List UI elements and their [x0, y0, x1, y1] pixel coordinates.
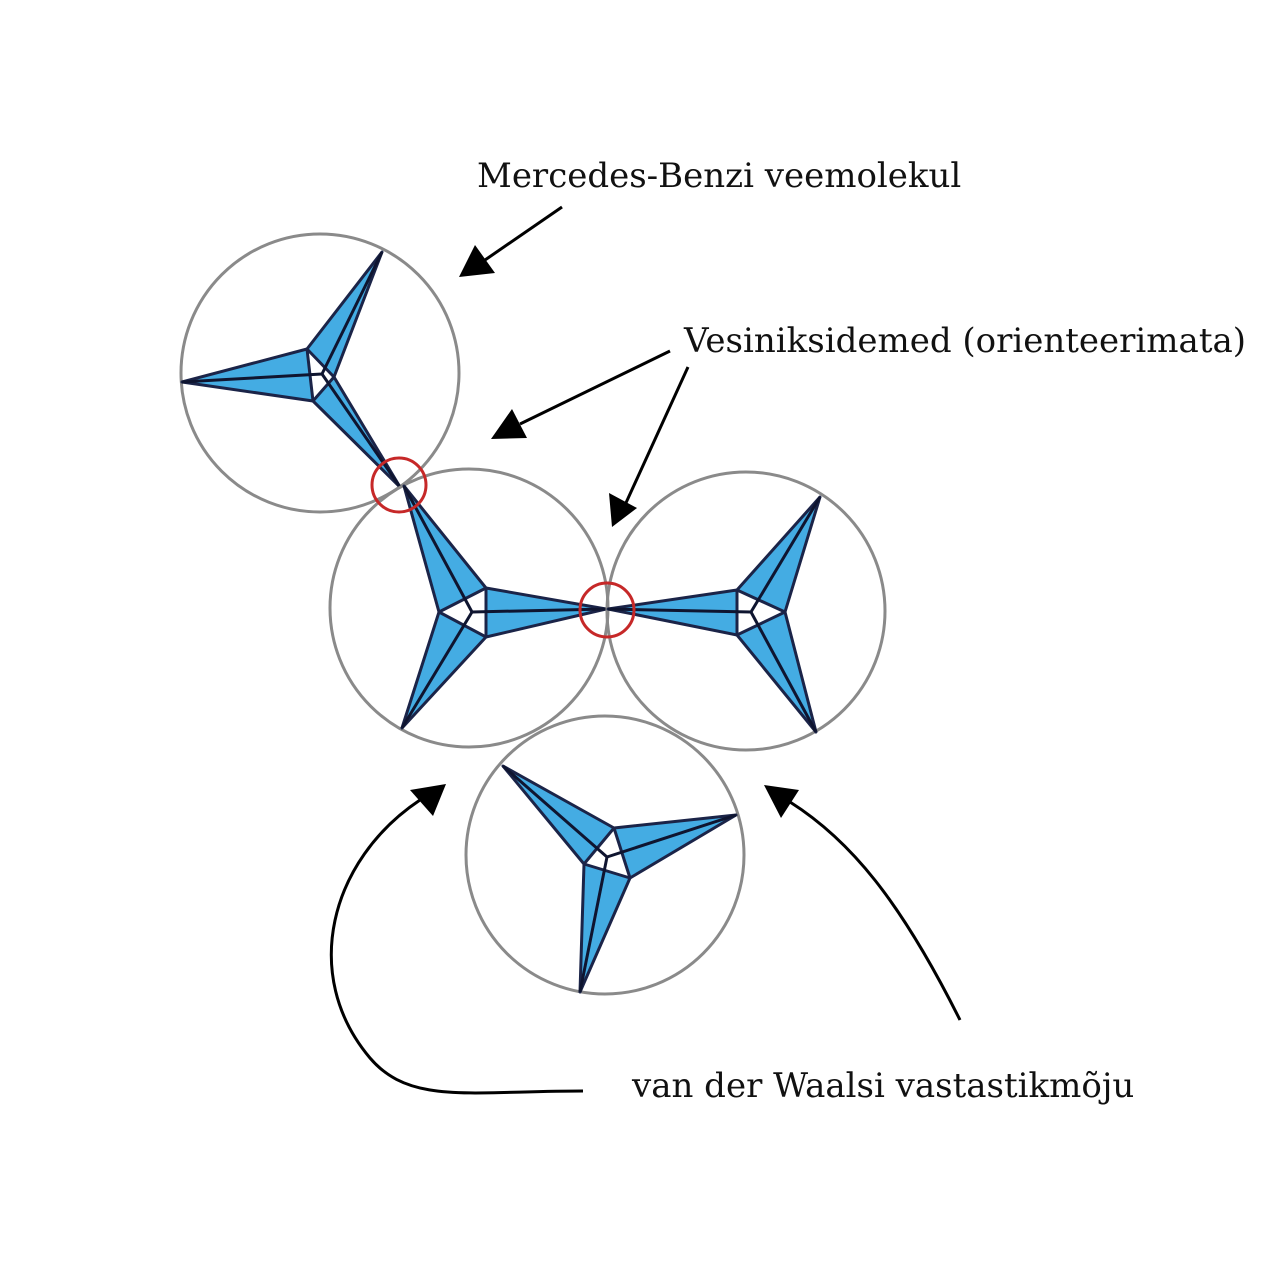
arrow-curve — [789, 800, 962, 1021]
molecule-spoke — [607, 607, 752, 614]
molecule-arm — [400, 610, 488, 730]
molecule-spoke — [400, 611, 474, 729]
molecule-spoke — [749, 611, 818, 733]
arrow-head — [410, 784, 446, 816]
molecule-arm — [735, 610, 818, 734]
label-hydrogen-bonds: Vesiniksidemed (orienteerimata) — [683, 321, 1246, 361]
label-van-der-waals: van der Waalsi vastastikmõju — [631, 1066, 1134, 1106]
arrow-hydrogen-bond-down — [609, 366, 690, 527]
arrow-shaft — [484, 205, 563, 262]
molecule-boundary-circle — [605, 470, 887, 752]
molecule-arm — [305, 250, 384, 379]
molecule-spoke — [606, 813, 737, 859]
molecule-arm — [612, 813, 738, 880]
molecule-top-left — [179, 232, 461, 514]
arrow-hydrogen-bond-left — [491, 349, 671, 439]
arrow-head — [459, 245, 495, 277]
arrow-head — [764, 785, 799, 818]
arrow-head — [609, 493, 637, 527]
molecule-spoke — [320, 251, 384, 375]
molecule-arm — [578, 862, 632, 994]
molecule-spoke — [471, 607, 607, 614]
label-mercedes-benz-molecule: Mercedes-Benzi veemolekul — [477, 156, 961, 196]
molecule-spoke — [578, 856, 609, 993]
molecule-spoke — [320, 373, 402, 488]
arrow-curve — [329, 798, 584, 1095]
molecule-bottom — [464, 714, 746, 996]
arrow-shaft — [623, 366, 690, 506]
arrow-van-der-waals-left — [329, 784, 584, 1095]
molecule-arm — [735, 495, 822, 614]
molecule-spoke — [502, 764, 608, 859]
molecule-spoke — [181, 372, 323, 384]
molecule-star — [501, 764, 738, 994]
molecule-arm — [402, 484, 488, 614]
molecule-spoke — [749, 496, 822, 613]
hydrogen-bond-marker-middle — [578, 581, 636, 639]
molecule-boundary-circle — [464, 714, 746, 996]
molecule-right — [605, 470, 887, 752]
hydrogen-bond-marker-top — [370, 456, 428, 514]
arrow-shaft — [519, 349, 671, 426]
arrow-van-der-waals-right — [764, 785, 962, 1021]
molecule-star — [606, 495, 822, 734]
arrow-head — [491, 409, 527, 439]
molecule-arm — [311, 375, 402, 489]
molecule-star — [400, 484, 608, 730]
arrow-molecule — [459, 205, 563, 277]
molecule-star — [180, 250, 402, 489]
molecule-boundary-circle — [179, 232, 461, 514]
molecule-center-left — [328, 467, 610, 749]
